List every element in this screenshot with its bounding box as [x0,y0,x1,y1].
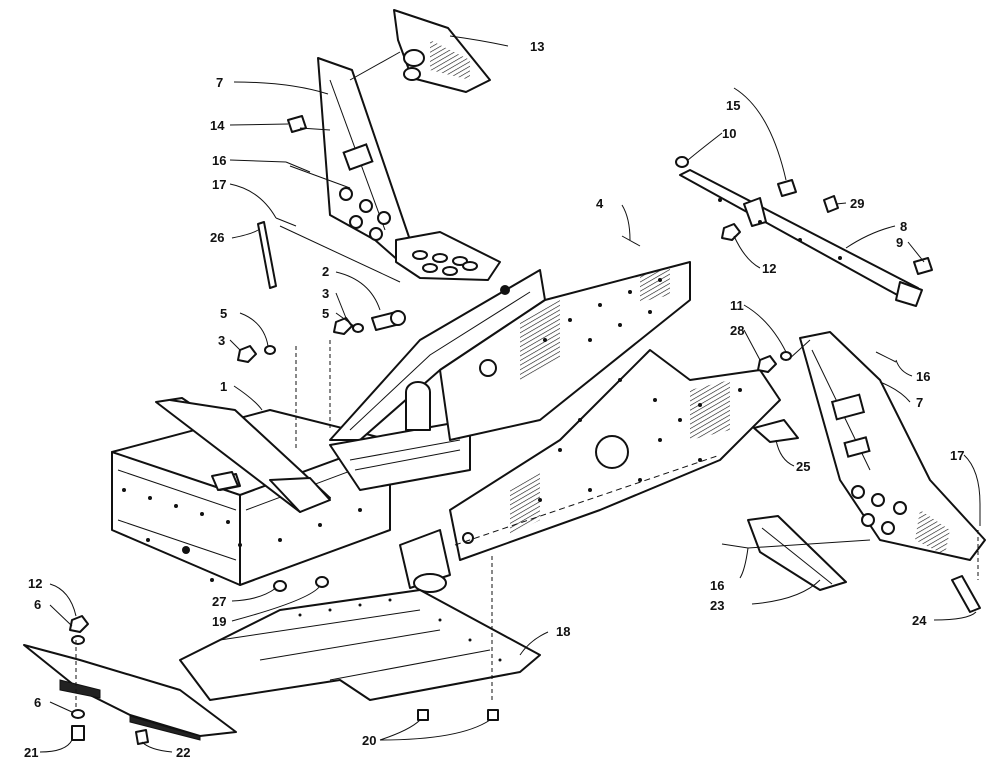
callout-4: 4 [596,196,604,211]
callout-20: 20 [362,733,376,748]
callout-19: 19 [212,614,226,629]
callout-15: 15 [726,98,740,113]
callout-16-right: 16 [916,369,930,384]
callout-5-left: 5 [220,306,227,321]
frame-front-rivets [122,488,362,582]
tie-rod [257,221,277,289]
belly-pan [23,589,541,741]
callout-16-left: 16 [212,153,226,168]
callout-9: 9 [896,235,903,250]
callout-6-upper: 6 [34,597,41,612]
callout-14: 14 [210,118,225,133]
leader-lines [39,35,981,753]
main-frame [111,261,781,593]
left-steering-support [317,9,501,281]
steering-post [675,156,923,307]
callout-24: 24 [912,613,927,628]
callout-3-upper: 3 [322,286,329,301]
callout-28: 28 [730,323,744,338]
callout-11: 11 [730,298,744,313]
callout-18: 18 [556,624,570,639]
bracket-24 [951,575,981,613]
callout-26: 26 [210,230,224,245]
callout-27: 27 [212,594,226,609]
callout-17-left: 17 [212,177,226,192]
callout-12-left: 12 [28,576,42,591]
callout-3-left: 3 [218,333,225,348]
right-steering-support [753,331,986,561]
callout-8: 8 [900,219,907,234]
callout-22: 22 [176,745,190,760]
callout-7-left: 7 [216,75,223,90]
callout-2: 2 [322,264,329,279]
callout-1: 1 [220,379,227,394]
callout-7-right: 7 [916,395,923,410]
callout-16-lower: 16 [710,578,724,593]
callout-10: 10 [722,126,736,141]
callout-25: 25 [796,459,810,474]
callout-13: 13 [530,39,544,54]
callout-23: 23 [710,598,724,613]
callout-5-upper: 5 [322,306,329,321]
callout-labels: 13 7 14 16 17 26 2 3 5 5 3 1 4 15 10 29 … [24,39,964,760]
callout-29: 29 [850,196,864,211]
callout-12-right: 12 [762,261,776,276]
callout-21: 21 [24,745,38,760]
callout-6-lower: 6 [34,695,41,710]
callout-17-right: 17 [950,448,964,463]
skid-plate [747,515,847,591]
